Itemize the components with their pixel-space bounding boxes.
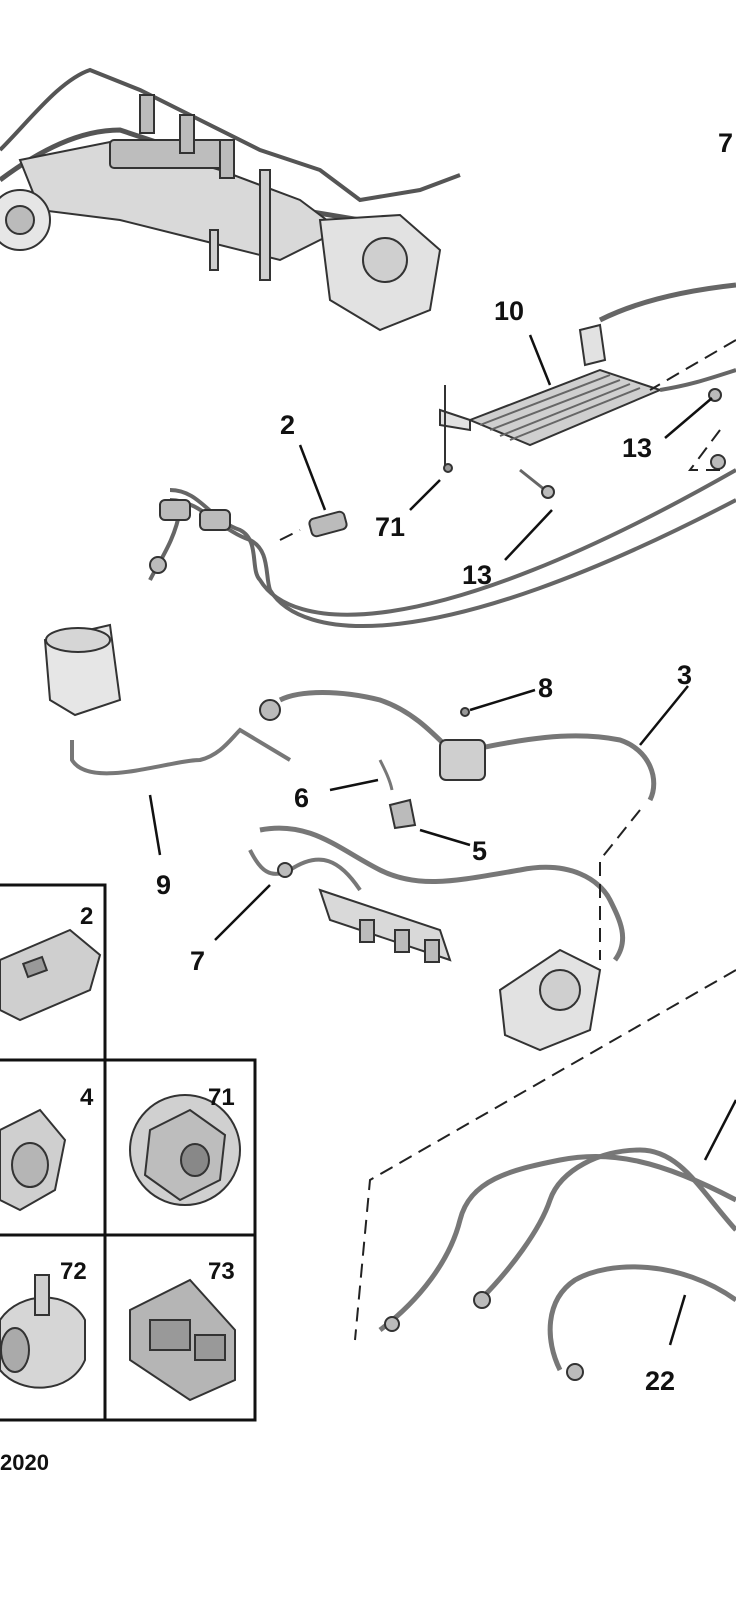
fuel-filter [43, 623, 292, 776]
legend-cell-label-73: 73 [208, 1258, 235, 1285]
legend-cell-label-4: 4 [80, 1084, 94, 1111]
legend-grid [0, 883, 257, 1422]
callout-7-mid: 7 [190, 946, 206, 976]
legend-part-clip-4 [0, 1108, 67, 1212]
legend-cell-label-2: 2 [80, 903, 94, 930]
callout-6: 6 [294, 783, 310, 813]
engine-assembly [0, 67, 461, 332]
legend-part-clip-72 [0, 1274, 86, 1389]
callout-13-a: 13 [622, 433, 653, 463]
callout-7-top: 7 [718, 128, 734, 158]
phantom-lines [279, 339, 736, 1341]
legend-cell-label-72: 72 [60, 1258, 87, 1285]
injection-rail [248, 825, 626, 963]
callout-8: 8 [538, 673, 554, 703]
legend-part-clip-2 [0, 928, 102, 1022]
legend-cell-label-71: 71 [208, 1084, 235, 1111]
leader-lines [148, 334, 736, 1346]
return-pipes [378, 1147, 736, 1372]
callout-9: 9 [156, 870, 172, 900]
legend-part-nut-71 [129, 1094, 241, 1206]
connector-cluster [149, 499, 348, 574]
year-fragment: 2020 [0, 1450, 49, 1475]
return-pipe-ends [384, 1291, 584, 1381]
callout-13-b: 13 [462, 560, 493, 590]
callout-22: 22 [645, 1366, 676, 1396]
high-pressure-pump [498, 948, 602, 1052]
callout-2: 2 [280, 410, 296, 440]
fuel-cooler [439, 282, 736, 499]
callout-71: 71 [375, 512, 406, 542]
fuel-pipes [148, 468, 736, 629]
legend-part-clip-73 [129, 1278, 236, 1402]
callout-5: 5 [472, 836, 488, 866]
pump-valve-assembly [259, 690, 657, 830]
callout-10: 10 [494, 296, 525, 326]
callout-3: 3 [677, 660, 693, 690]
